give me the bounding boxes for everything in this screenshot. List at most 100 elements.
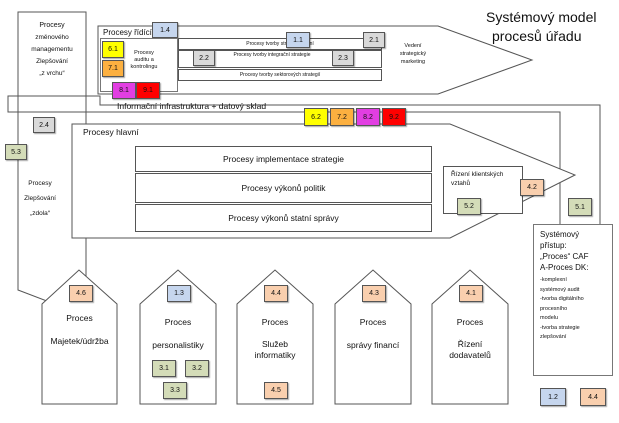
badge-5-1: 5.1 bbox=[568, 198, 592, 216]
bottom-up-text: Procesy Zlepšování „zdola“ bbox=[22, 176, 58, 221]
sector-strategy-box: Procesy tvorby sektorových strategií bbox=[178, 69, 382, 81]
badge-1-3: 1.3 bbox=[167, 285, 191, 302]
badge-2-3: 2.3 bbox=[332, 50, 354, 66]
badge-1-2: 1.2 bbox=[540, 388, 566, 406]
badge-2-2: 2.2 bbox=[193, 50, 215, 66]
support-3-name-2: informatiky bbox=[254, 350, 296, 360]
support-3-name: Služeb informatiky bbox=[237, 339, 313, 361]
badge-1-1: 1.1 bbox=[286, 32, 310, 48]
badge-7-2: 7.2 bbox=[330, 108, 354, 126]
badge-4-3: 4.3 bbox=[362, 285, 386, 302]
approach-bullet-1: -komplexní bbox=[540, 277, 567, 283]
system-approach-box bbox=[533, 224, 613, 376]
main-row-1-label: Procesy implementace strategie bbox=[223, 154, 344, 164]
badge-4-4-informatics: 4.4 bbox=[264, 285, 288, 302]
change-line-4: Zlepšování bbox=[36, 58, 68, 65]
strategy-formation-label: Procesy tvorby strategie řízení bbox=[246, 41, 314, 47]
change-line-1: Procesy bbox=[39, 22, 65, 29]
audit-line-1: Procesy bbox=[134, 50, 154, 56]
main-row-1: Procesy implementace strategie bbox=[135, 146, 432, 172]
main-process-label: Procesy hlavní bbox=[83, 127, 139, 137]
approach-bullets: -komplexní systémový audit -tvorba digit… bbox=[540, 276, 584, 343]
support-2-title: Proces bbox=[164, 317, 192, 327]
support-1-name: Majetek/údržba bbox=[50, 336, 109, 346]
support-house-5 bbox=[431, 269, 509, 405]
badge-9-1: 9.1 bbox=[136, 82, 160, 99]
support-5-name-2: dodavatelů bbox=[449, 350, 491, 360]
support-5-title: Proces bbox=[456, 317, 484, 327]
title-line-1: Systémový model bbox=[486, 9, 597, 25]
badge-5-2: 5.2 bbox=[457, 198, 481, 215]
marketing-line-1: Vedení bbox=[404, 43, 422, 49]
bottom-line-1: Procesy bbox=[28, 180, 52, 187]
audit-text: Procesy auditu a kontrolingu bbox=[124, 50, 164, 71]
approach-bullet-5: modelu bbox=[540, 315, 559, 321]
badge-3-2: 3.2 bbox=[185, 360, 209, 377]
support-house-1 bbox=[41, 269, 118, 405]
badge-2-4: 2.4 bbox=[33, 117, 55, 133]
support-4-name: správy financí bbox=[346, 340, 400, 350]
badge-2-1: 2.1 bbox=[363, 32, 385, 48]
badge-4-2: 4.2 bbox=[520, 179, 544, 196]
approach-bullet-4: procesního bbox=[540, 305, 568, 312]
badge-6-2: 6.2 bbox=[304, 108, 328, 126]
diagram-title: Systémový model procesů úřadu bbox=[486, 8, 596, 46]
approach-bullet-2: systémový audit bbox=[540, 286, 580, 293]
badge-4-6: 4.6 bbox=[69, 285, 93, 302]
audit-line-2: auditu a bbox=[134, 57, 154, 63]
support-house-3 bbox=[236, 269, 314, 405]
infrastructure-label: Informační infrastruktura + datový sklad bbox=[117, 101, 267, 111]
support-5-name-1: Řízení bbox=[457, 339, 483, 349]
approach-line-4: A-Proces DK: bbox=[540, 263, 589, 272]
client-relations-text: Řízení klientských vztahů bbox=[451, 170, 503, 188]
change-line-3: managementu bbox=[31, 46, 73, 53]
badge-8-1: 8.1 bbox=[112, 82, 136, 99]
badge-8-2: 8.2 bbox=[356, 108, 380, 126]
badge-4-5: 4.5 bbox=[264, 382, 288, 399]
client-line-1: Řízení klientských bbox=[451, 171, 504, 178]
badge-7-1: 7.1 bbox=[102, 60, 124, 77]
marketing-line-2: strategický bbox=[399, 51, 427, 57]
main-row-2-label: Procesy výkonů politik bbox=[241, 183, 326, 193]
client-line-2: vztahů bbox=[451, 180, 471, 187]
badge-5-3: 5.3 bbox=[5, 144, 27, 160]
approach-bullet-6: -tvorba strategie bbox=[540, 324, 580, 331]
strategy-formation-box: Procesy tvorby strategie řízení bbox=[178, 38, 382, 50]
support-3-title: Proces bbox=[261, 317, 289, 327]
approach-line-3: „Proces“ CAF bbox=[540, 252, 589, 261]
approach-line-2: přístup: bbox=[540, 241, 567, 250]
support-1-title: Proces bbox=[66, 313, 93, 323]
client-relations-box bbox=[443, 166, 523, 214]
badge-3-1: 3.1 bbox=[152, 360, 176, 377]
approach-bullet-7: zlepšování bbox=[540, 334, 567, 340]
change-management-text: Procesy změnového managementu Zlepšování… bbox=[22, 20, 82, 80]
badge-9-2: 9.2 bbox=[382, 108, 406, 126]
bottom-line-3: „zdola“ bbox=[30, 210, 50, 217]
approach-bullet-3: -tvorba digitálního bbox=[540, 296, 584, 302]
main-row-2: Procesy výkonů politik bbox=[135, 173, 432, 203]
marketing-text: Vedení strategický marketing bbox=[393, 42, 433, 66]
badge-1-4: 1.4 bbox=[152, 22, 178, 38]
audit-line-3: kontrolingu bbox=[130, 64, 158, 70]
sector-strategy-label: Procesy tvorby sektorových strategií bbox=[239, 72, 321, 78]
main-row-3: Procesy výkonů statní správy bbox=[135, 204, 432, 232]
support-4-title: Proces bbox=[359, 317, 387, 327]
approach-line-1: Systémový bbox=[540, 230, 580, 239]
support-house-4 bbox=[334, 269, 412, 405]
badge-6-1: 6.1 bbox=[102, 41, 124, 58]
marketing-line-3: marketing bbox=[400, 59, 426, 65]
support-2-name: personalistiky bbox=[152, 340, 204, 350]
approach-heading: Systémový přístup: „Proces“ CAF A-Proces… bbox=[540, 229, 588, 273]
governance-label: Procesy řídící bbox=[103, 28, 152, 37]
bottom-line-2: Zlepšování bbox=[24, 195, 56, 202]
support-5-name: Řízení dodavatelů bbox=[432, 339, 508, 361]
badge-4-4-approach: 4.4 bbox=[580, 388, 606, 406]
badge-4-1: 4.1 bbox=[459, 285, 483, 302]
integration-label: Procesy tvorby integrační strategie bbox=[233, 52, 311, 58]
integration-box bbox=[178, 50, 382, 68]
support-3-name-1: Služeb bbox=[262, 339, 288, 349]
change-line-2: změnového bbox=[35, 34, 69, 41]
main-row-3-label: Procesy výkonů statní správy bbox=[228, 213, 339, 223]
badge-3-3: 3.3 bbox=[163, 382, 187, 399]
title-line-2: procesů úřadu bbox=[492, 28, 582, 44]
